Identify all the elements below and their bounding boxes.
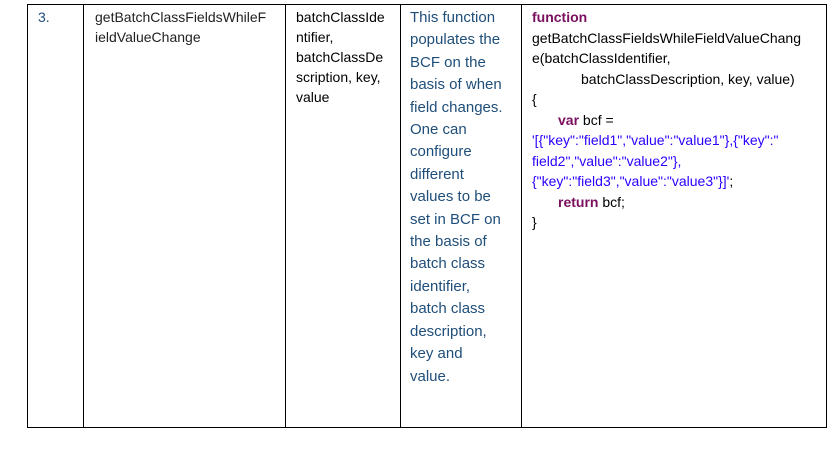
row-number: 3.: [38, 9, 50, 25]
description-cell: This function populates the BCF on the b…: [400, 4, 522, 428]
signature-line-3: batchClassDescription, key, value): [581, 70, 795, 87]
api-function-table: 3. getBatchClassFieldsWhileF ieldValueCh…: [27, 4, 827, 428]
function-name-cell: getBatchClassFieldsWhileF ieldValueChang…: [83, 4, 286, 428]
string-line-1: '[{"key":"field1","value":"value1"},{"ke…: [532, 132, 779, 148]
open-brace: {: [532, 91, 537, 107]
string-line-3: {"key":"field3","value":"value3"}]': [532, 173, 730, 189]
keyword-function: function: [532, 9, 588, 25]
row-number-cell: 3.: [27, 4, 84, 428]
parameters-cell: batchClassIde ntifier, batchClassDe scri…: [285, 4, 401, 428]
function-name: getBatchClassFieldsWhileF ieldValueChang…: [95, 9, 267, 45]
close-brace: }: [532, 214, 537, 230]
code-cell: function getBatchClassFieldsWhileFieldVa…: [521, 4, 827, 428]
function-description: This function populates the BCF on the b…: [410, 9, 503, 385]
code-sample: function getBatchClassFieldsWhileFieldVa…: [522, 5, 826, 233]
return-statement: bcf;: [598, 193, 625, 210]
string-line-2: field2","value":"value2"},: [532, 152, 682, 169]
keyword-var: var: [558, 111, 580, 128]
signature-line-2: e(batchClassIdentifier,: [532, 50, 671, 66]
table-row: 3. getBatchClassFieldsWhileF ieldValueCh…: [27, 4, 827, 428]
signature-line-1: getBatchClassFieldsWhileFieldValueChang: [532, 29, 801, 46]
var-assignment: bcf =: [579, 111, 614, 128]
keyword-return: return: [558, 193, 599, 210]
string-terminator: ;: [729, 173, 734, 189]
function-parameters: batchClassIde ntifier, batchClassDe scri…: [296, 9, 385, 105]
